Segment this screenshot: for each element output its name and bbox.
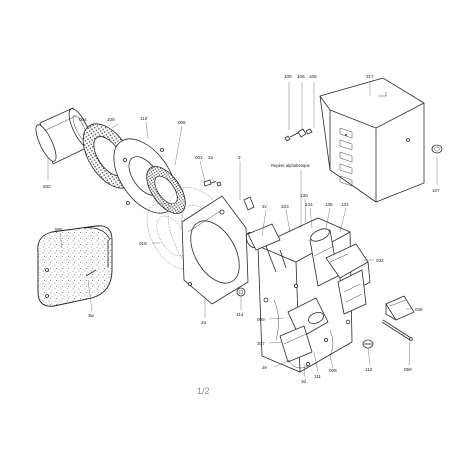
part-labels: 105 106 108 317 107 004 109 110 006 502 …: [43, 74, 440, 384]
label-307: 307: [257, 341, 265, 346]
label-018: 018: [139, 241, 147, 246]
burner-body-part: [245, 217, 371, 373]
label-repere-alphabetique: Repère alphabétique: [271, 163, 311, 168]
label-131: 131: [341, 202, 349, 207]
label-058: 058: [404, 367, 412, 372]
label-006: 006: [178, 120, 186, 125]
label-103: 103: [281, 204, 289, 209]
label-032: 032: [376, 258, 384, 263]
label-008: 008: [329, 368, 337, 373]
label-134: 134: [305, 202, 313, 207]
label-112: 112: [365, 367, 373, 372]
label-135: 135: [325, 202, 333, 207]
label-106: 106: [297, 74, 305, 79]
small-screw-part: [203, 179, 222, 187]
label-2e: 2e: [262, 365, 268, 370]
label-2a-mid: 2a: [201, 320, 207, 325]
label-004: 004: [79, 117, 87, 122]
label-108: 108: [309, 74, 317, 79]
label-130: 130: [300, 193, 308, 198]
label-595: 595: [55, 227, 63, 232]
label-111: 111: [314, 374, 321, 379]
label-502: 502: [43, 184, 51, 189]
insulation-gasket-part: [146, 166, 186, 214]
label-109: 109: [107, 117, 115, 122]
knob-part: [362, 339, 374, 349]
insulated-cover-part: [37, 225, 113, 307]
terminal-block-part: [385, 295, 415, 321]
label-3: 3: [238, 155, 241, 160]
label-110: 110: [140, 116, 148, 121]
adjustment-rod-part: [381, 319, 413, 341]
label-009: 009: [257, 317, 265, 322]
label-035: 035: [415, 307, 423, 312]
label-2a-top: 2a: [208, 155, 214, 160]
label-317: 317: [366, 74, 374, 79]
nut-part: [236, 287, 246, 297]
cap-part: [431, 144, 443, 154]
leader-lines: [47, 82, 438, 378]
page-number: 1/2: [197, 386, 210, 396]
label-001: 001: [195, 155, 203, 160]
label-105: 105: [284, 74, 292, 79]
label-107: 107: [432, 188, 440, 193]
label-3w: 3w: [88, 313, 95, 318]
label-114: 114: [236, 312, 244, 317]
fan-housing-part: [181, 195, 249, 305]
housing-cover-part: [319, 77, 425, 203]
cover-screws-part: [284, 128, 313, 142]
label-2v: 2v: [262, 204, 268, 209]
label-3d: 3d: [301, 379, 307, 384]
